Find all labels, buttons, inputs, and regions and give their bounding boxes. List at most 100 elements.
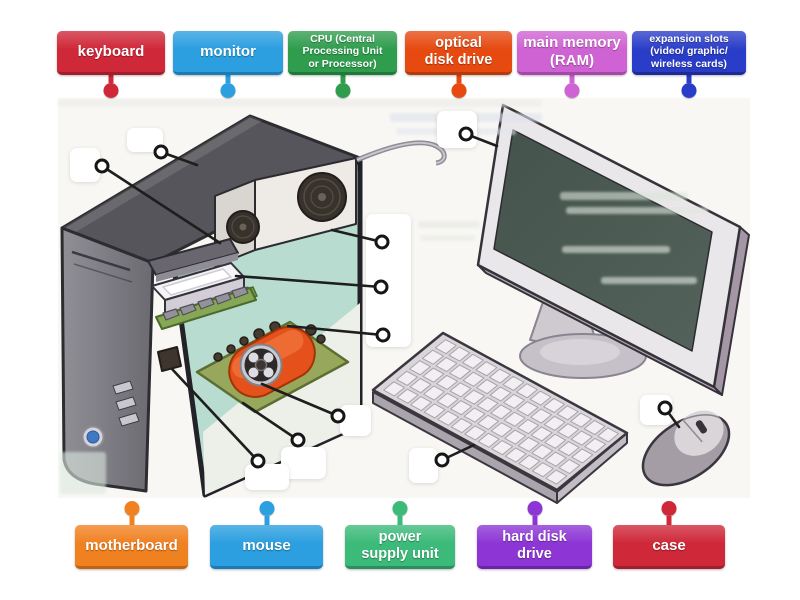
label-chip-motherboard[interactable]: motherboard [75,525,188,569]
label-text-line: or Processor) [308,57,377,70]
keyboard-key [435,340,456,354]
answer-drop-zone[interactable] [366,214,411,347]
keyboard-key [598,428,619,442]
answer-spot-expansion[interactable] [250,453,266,469]
label-text-line: CPU (Central [310,33,375,46]
answer-drop-zone[interactable] [245,464,289,490]
answer-spot-case[interactable] [153,144,169,160]
keyboard-key [397,371,418,385]
label-text-line: motherboard [85,536,178,554]
keyboard-key [532,445,553,459]
keyboard-key [518,420,539,434]
keyboard-key [423,368,444,382]
keyboard-key [477,397,498,411]
answer-spot-power-supply[interactable] [374,234,390,250]
front-vents [112,380,140,427]
keyboard-key [545,434,566,448]
keyboard-key [571,413,592,427]
label-chip-case[interactable]: case [613,525,725,569]
label-text-line: wireless cards) [651,57,727,70]
keyboard-key [490,387,511,401]
keyboard-key [517,402,538,416]
label-case: case [613,501,725,569]
keyboard-key [571,431,592,445]
label-text-line: hard disk [502,528,567,545]
label-chip-keyboard[interactable]: keyboard [57,31,165,75]
keyboard-key [545,452,566,466]
keyboard-key [519,455,540,469]
keyboard-key [503,376,524,390]
keyboard-key [518,437,539,451]
keyboard-key [410,361,431,375]
keyboard-key [544,416,565,430]
keyboard-key [462,354,483,368]
label-chip-monitor[interactable]: monitor [173,31,283,75]
keyboard-key [450,365,471,379]
mouse-illustration [641,410,731,487]
label-chip-main-memory-ram[interactable]: main memory(RAM) [517,31,627,75]
keyboard-key [424,386,445,400]
keyboard-key [492,441,513,455]
keyboard-key [451,419,472,433]
keyboard-key [546,470,567,484]
keyboard-key [558,424,579,438]
keyboard-key [478,415,499,429]
label-text-line: main memory [523,34,621,52]
answer-spot-cpu[interactable] [330,408,346,424]
label-chip-expansion-slots[interactable]: expansion slots(video/ graphic/wireless … [632,31,746,75]
label-text-line: optical [435,34,482,51]
keyboard-key [584,420,605,434]
keyboard-key [463,372,484,386]
optical-drive-part [147,238,239,282]
label-text-line: (RAM) [549,51,595,69]
keyboard-key [465,426,486,440]
answer-spot-monitor[interactable] [458,126,474,142]
keyboard-key [397,389,418,403]
keyboard-key [557,406,578,420]
keyboard-key [437,393,458,407]
answer-drop-zone[interactable] [340,405,371,436]
keyboard-key [530,391,551,405]
answer-spot-mouse[interactable] [657,400,673,416]
label-text-line: Processing Unit [302,45,383,58]
keyboard-key [478,433,499,447]
label-chip-mouse[interactable]: mouse [210,525,323,569]
keyboard-key [437,375,458,389]
label-main-memory-ram: main memory(RAM) [517,31,627,98]
keyboard-key [476,362,497,376]
label-expansion-slots: expansion slots(video/ graphic/wireless … [632,31,746,98]
keyboard-key [532,463,553,477]
keyboard-keys [384,340,619,484]
answer-spot-ram[interactable] [375,327,391,343]
keyboard-key [449,347,470,361]
mouse-scroll-wheel [695,420,707,434]
keyboard-illustration [373,333,627,503]
keyboard-key [531,427,552,441]
label-text-line: disk drive [424,51,493,68]
label-motherboard: motherboard [75,501,188,569]
label-text-line: (video/ graphic/ [650,45,728,58]
answer-drop-zone[interactable] [409,448,438,483]
keyboard-key [451,401,472,415]
keyboard-key [531,409,552,423]
keyboard-key [411,397,432,411]
keyboard-key [384,382,405,396]
answer-spot-optical-drive[interactable] [94,158,110,174]
monitor-illustration [476,103,750,396]
answer-spot-motherboard[interactable] [290,432,306,448]
label-keyboard: keyboard [57,31,165,98]
keyboard-key [450,383,471,397]
keyboard-key [422,350,443,364]
answer-spot-keyboard[interactable] [434,452,450,468]
keyboard-key [477,380,498,394]
answer-spot-hard-disk[interactable] [373,279,389,295]
keyboard-key [504,412,525,426]
